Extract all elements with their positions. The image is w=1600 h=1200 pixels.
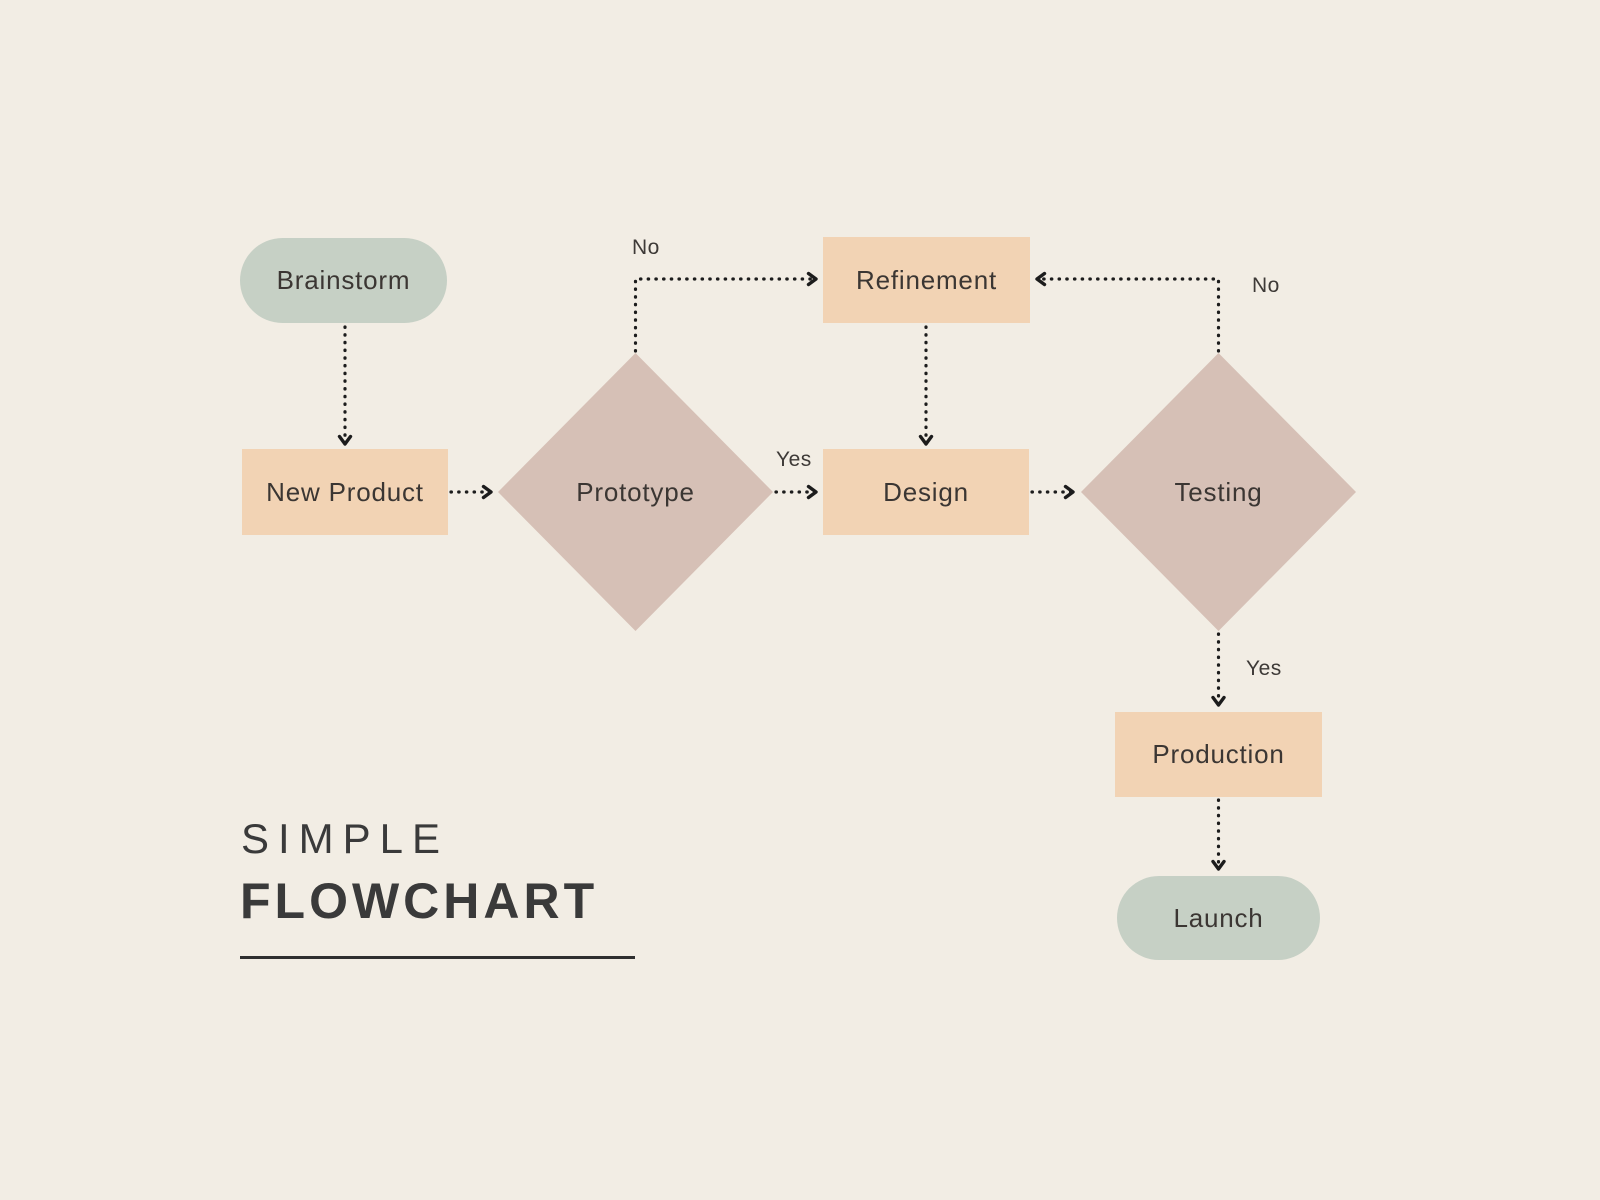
edge-label-testing-yes: Yes <box>1246 657 1282 680</box>
node-launch-label: Launch <box>1173 902 1264 933</box>
node-testing-label: Testing <box>1174 476 1263 507</box>
node-design: Design <box>823 449 1029 535</box>
node-refinement: Refinement <box>823 237 1030 323</box>
node-new-product: New Product <box>242 449 448 535</box>
node-new-product-label: New Product <box>266 476 424 507</box>
title-line-2: FLOWCHART <box>240 873 599 929</box>
node-production-label: Production <box>1152 739 1285 769</box>
edge-label-prototype-yes: Yes <box>776 448 812 471</box>
edge-testing-no-to-refinement <box>1035 271 1221 353</box>
edge-prototype-no-to-refinement <box>633 271 818 353</box>
node-design-label: Design <box>883 476 969 507</box>
node-production: Production <box>1115 712 1322 797</box>
edge-label-prototype-no: No <box>632 236 660 259</box>
node-prototype-label: Prototype <box>576 476 695 507</box>
node-launch: Launch <box>1117 876 1320 960</box>
title-underline <box>240 956 635 959</box>
edge-label-testing-no: No <box>1252 274 1280 297</box>
node-refinement-label: Refinement <box>856 264 997 295</box>
node-brainstorm-label: Brainstorm <box>276 265 411 295</box>
node-brainstorm: Brainstorm <box>240 238 447 323</box>
title-line-1: SIMPLE <box>241 815 450 862</box>
